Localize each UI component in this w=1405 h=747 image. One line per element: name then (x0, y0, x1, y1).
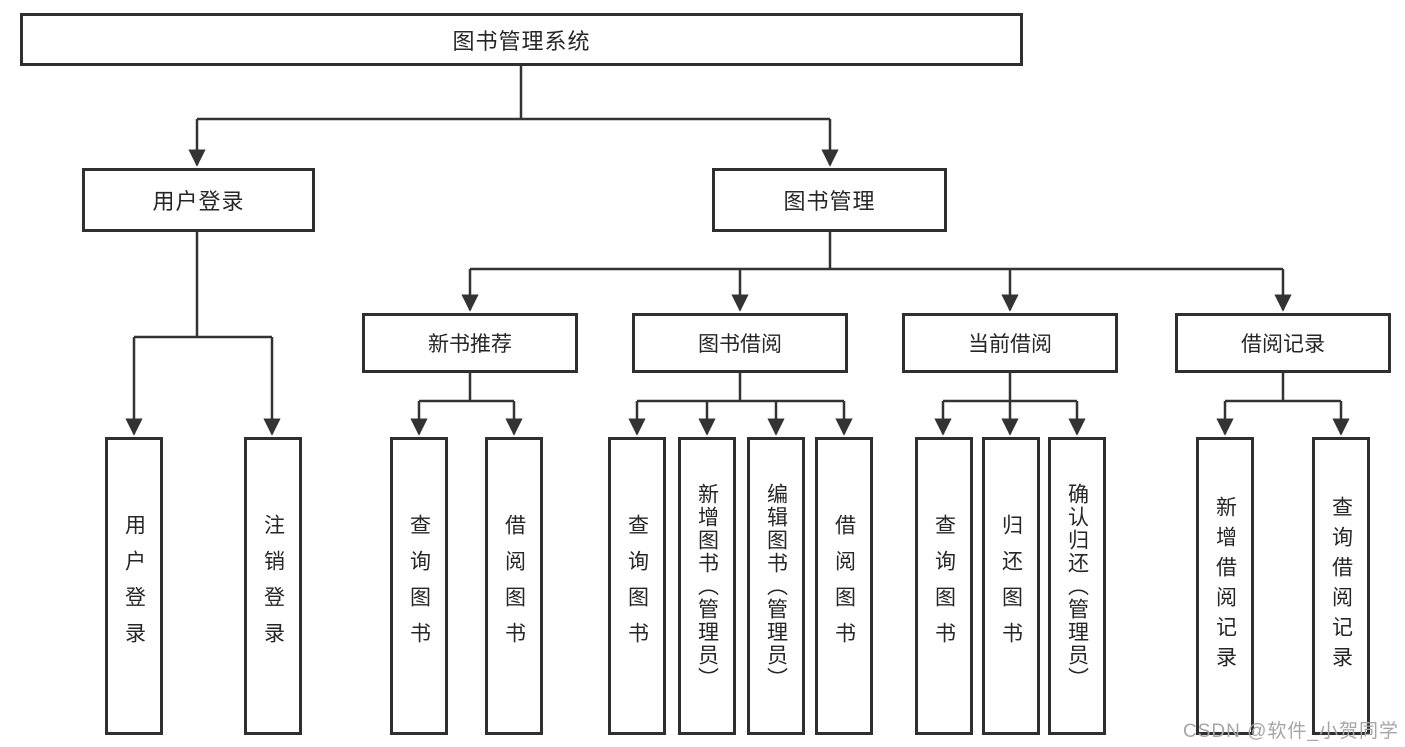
leaf-logout-label: 注销登录 (261, 514, 285, 658)
leaf-user-login: 用户登录 (105, 437, 163, 735)
node-new-book-recommendation: 新书推荐 (362, 313, 578, 373)
node-book-borrowing: 图书借阅 (632, 313, 848, 373)
leaf-borrowing-borrow-books: 借阅图书 (815, 437, 873, 735)
leaf-recommend-borrow-books: 借阅图书 (485, 437, 543, 735)
leaf-add-books-admin-label: 新增图书（管理员） (695, 482, 719, 690)
node-borrowing-records-label: 借阅记录 (1241, 333, 1325, 356)
leaf-borrowing-query-books: 查询图书 (608, 437, 666, 735)
node-book-borrowing-label: 图书借阅 (698, 333, 782, 356)
leaf-current-query-books-label: 查询图书 (932, 514, 956, 658)
leaf-confirm-return-admin-label: 确认归还（管理员） (1065, 482, 1089, 690)
leaf-user-login-label: 用户登录 (122, 514, 146, 658)
node-current-borrowing-label: 当前借阅 (968, 333, 1052, 356)
node-book-management: 图书管理 (712, 168, 947, 232)
leaf-return-books: 归还图书 (982, 437, 1040, 735)
leaf-return-books-label: 归还图书 (999, 514, 1023, 658)
node-user-login-label: 用户登录 (152, 189, 245, 214)
node-user-login: 用户登录 (82, 168, 315, 232)
node-root-library-management-system: 图书管理系统 (20, 13, 1023, 66)
node-book-management-label: 图书管理 (783, 189, 876, 214)
leaf-query-borrow-record: 查询借阅记录 (1312, 437, 1370, 735)
leaf-recommend-query-books: 查询图书 (390, 437, 448, 735)
node-current-borrowing: 当前借阅 (902, 313, 1118, 373)
leaf-add-borrow-record: 新增借阅记录 (1196, 437, 1254, 735)
leaf-current-query-books: 查询图书 (915, 437, 973, 735)
leaf-query-borrow-record-label: 查询借阅记录 (1329, 496, 1353, 676)
node-borrowing-records: 借阅记录 (1175, 313, 1391, 373)
leaf-borrowing-borrow-books-label: 借阅图书 (832, 514, 856, 658)
leaf-edit-books-admin: 编辑图书（管理员） (747, 437, 805, 735)
leaf-recommend-borrow-books-label: 借阅图书 (502, 514, 526, 658)
leaf-recommend-query-books-label: 查询图书 (407, 514, 431, 658)
csdn-watermark: CSDN @软件_小贺同学 (1183, 721, 1399, 742)
node-root-label: 图书管理系统 (452, 28, 591, 54)
node-new-book-recommendation-label: 新书推荐 (428, 333, 512, 356)
leaf-add-borrow-record-label: 新增借阅记录 (1213, 496, 1237, 676)
leaf-add-books-admin: 新增图书（管理员） (678, 437, 736, 735)
leaf-confirm-return-admin: 确认归还（管理员） (1048, 437, 1106, 735)
leaf-borrowing-query-books-label: 查询图书 (625, 514, 649, 658)
connector-arrows (125, 119, 1350, 436)
leaf-edit-books-admin-label: 编辑图书（管理员） (764, 482, 788, 690)
leaf-logout: 注销登录 (244, 437, 302, 735)
